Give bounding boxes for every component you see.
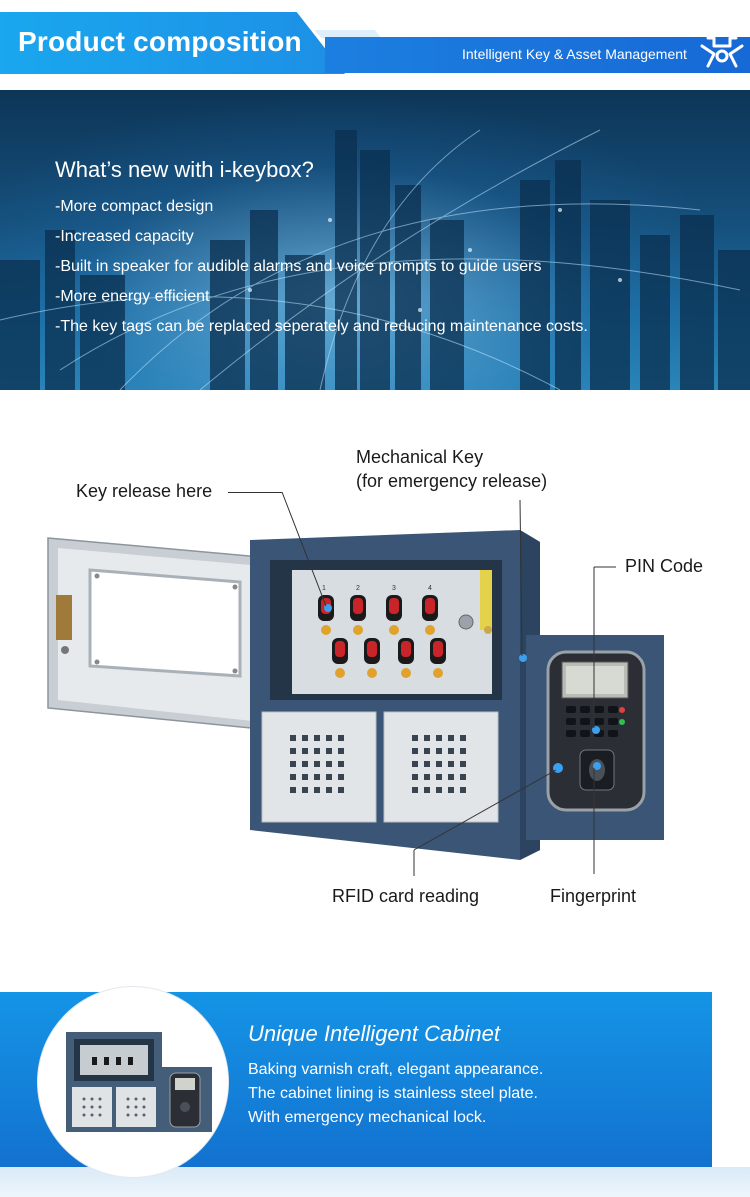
- label-mechanical-key-note: (for emergency release): [356, 471, 548, 491]
- label-fingerprint: Fingerprint: [550, 886, 637, 906]
- access-terminal: [526, 635, 664, 840]
- banner-title: What’s new with i-keybox?: [55, 157, 314, 182]
- city-skyline-illustration: [0, 129, 750, 390]
- banner-line: -Built in speaker for audible alarms and…: [55, 258, 542, 275]
- banner-line: -More energy efficient: [55, 288, 210, 305]
- leader-line: [228, 492, 282, 493]
- feature-line: With emergency mechanical lock.: [248, 1109, 487, 1126]
- banner-text: What’s new with i-keybox? -More compact …: [55, 157, 588, 342]
- banner-line: -Increased capacity: [55, 228, 194, 245]
- cabinet-door: [47, 537, 273, 731]
- slot-number: 1: [322, 585, 326, 592]
- header-title-background: [0, 12, 345, 74]
- banner: What’s new with i-keybox? -More compact …: [0, 90, 750, 390]
- slot-number: 3: [392, 585, 396, 592]
- page-title: Product composition: [18, 26, 302, 57]
- keybox-logo-icon: [700, 18, 744, 68]
- header: Product composition Intelligent Key & As…: [0, 0, 750, 82]
- cabinet-thumbnail-image: [66, 1032, 212, 1132]
- label-pin-code: PIN Code: [625, 556, 704, 576]
- header-subtitle-bar: [325, 37, 750, 73]
- banner-line: -More compact design: [55, 198, 214, 215]
- cabinet-body: [250, 530, 540, 860]
- label-mechanical-key: Mechanical Key: [356, 447, 484, 467]
- feature-line: Baking varnish craft, elegant appearance…: [248, 1061, 544, 1078]
- feature-heading: Unique Intelligent Cabinet: [248, 1021, 500, 1046]
- key-tags: [318, 595, 446, 678]
- banner-line: -The key tags can be replaced seperately…: [55, 318, 588, 335]
- header-subtitle: Intelligent Key & Asset Management: [462, 46, 687, 62]
- feature-line: The cabinet lining is stainless steel pl…: [248, 1085, 538, 1102]
- key-cabinet-illustration: 1 2 3 4: [47, 530, 664, 860]
- product-diagram: 1 2 3 4: [0, 430, 750, 920]
- cabinet-thumbnail: [38, 987, 228, 1177]
- label-rfid: RFID card reading: [332, 886, 480, 906]
- slot-number: 2: [356, 585, 360, 592]
- slot-number: 4: [428, 585, 432, 592]
- label-key-release: Key release here: [76, 481, 213, 501]
